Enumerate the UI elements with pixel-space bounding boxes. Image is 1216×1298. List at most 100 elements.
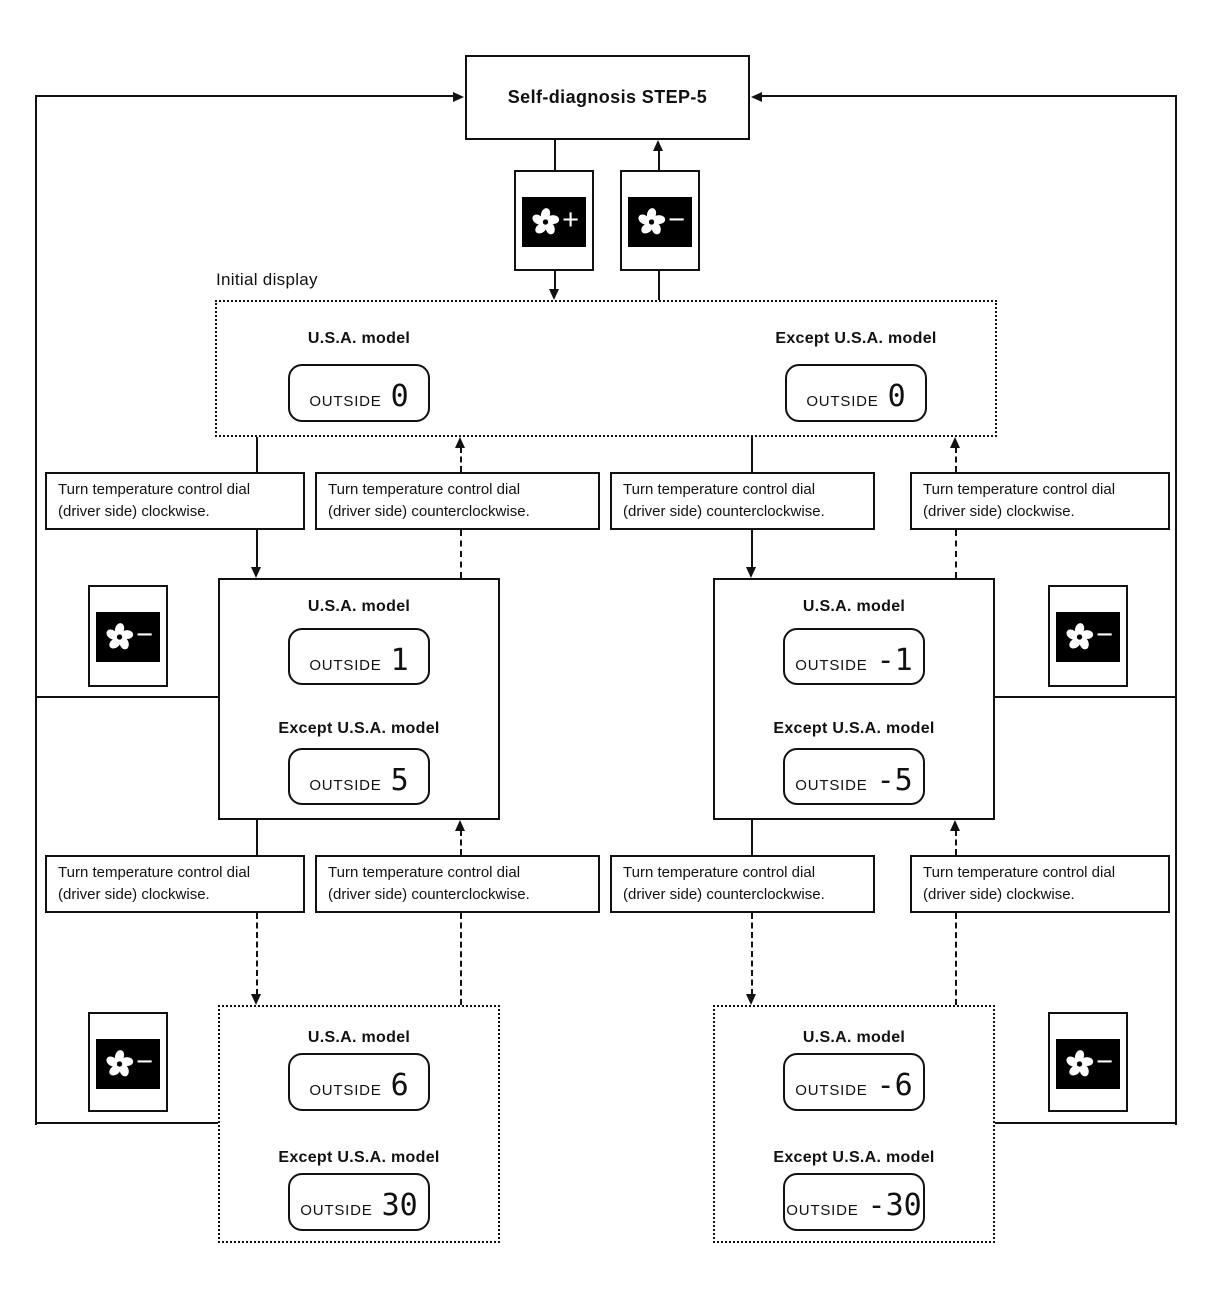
usa-model-label: U.S.A. model [307, 1029, 411, 1046]
outside-display-usa: OUTSIDE 1 [288, 628, 430, 685]
except-usa-model-label: Except U.S.A. model [773, 1149, 935, 1166]
arrowhead-into-step5-bottom [653, 140, 663, 151]
outside-display-except: OUTSIDE 0 [785, 364, 927, 422]
instruction-text: Turn temperature control dial (driver si… [623, 863, 825, 904]
outside-value: 1 [390, 643, 409, 678]
fan-minus-icon [1064, 621, 1094, 651]
usa-model-label: U.S.A. model [307, 598, 411, 615]
instruction-box-cw: Turn temperature control dial (driver si… [45, 855, 305, 913]
fan-up-button: + [514, 170, 594, 271]
outside-display-except: OUTSIDE -5 [783, 748, 925, 805]
step5-title: Self-diagnosis STEP-5 [507, 87, 708, 107]
feedback-line-mid-right [995, 696, 1177, 698]
display-initial: U.S.A. model OUTSIDE 0 Except U.S.A. mod… [215, 300, 997, 437]
outside-display-except: OUTSIDE 30 [288, 1173, 430, 1231]
flow-line [554, 140, 556, 170]
outside-value: 30 [381, 1188, 418, 1223]
feedback-line-top-right [762, 95, 1177, 97]
outside-value: 0 [887, 379, 906, 414]
flow-line-up [955, 530, 957, 578]
instruction-box-ccw: Turn temperature control dial (driver si… [610, 472, 875, 530]
instruction-box-cw: Turn temperature control dial (driver si… [910, 855, 1170, 913]
instruction-text: Turn temperature control dial (driver si… [923, 863, 1116, 904]
fan-down-button: − [620, 170, 700, 271]
except-usa-model-label: Except U.S.A. model [775, 330, 937, 347]
feedback-line-mid-left [35, 696, 218, 698]
flow-line [658, 150, 660, 170]
flow-line-down [751, 820, 753, 855]
minus-sign: − [1096, 618, 1113, 651]
fan-button-display: − [1056, 612, 1120, 662]
fan-plus-icon [530, 206, 560, 236]
feedback-line-bottom-left [35, 1122, 218, 1124]
arrowhead-into-mid-left [251, 567, 261, 578]
outside-value: -30 [867, 1188, 922, 1223]
flow-line-up [955, 447, 957, 472]
arrowhead-into-mid-right [950, 820, 960, 831]
outside-label: OUTSIDE [309, 393, 382, 410]
arrowhead-into-mid-right [746, 567, 756, 578]
minus-sign: − [668, 203, 685, 236]
fan-minus-icon [104, 621, 134, 651]
flow-line [658, 271, 660, 300]
arrowhead-into-step5-right [751, 92, 762, 102]
outside-value: 0 [390, 379, 409, 414]
outside-value: -5 [876, 763, 913, 798]
except-usa-model-label: Except U.S.A. model [278, 720, 440, 737]
flow-line-up [955, 830, 957, 855]
flow-line-down [256, 437, 258, 472]
minus-sign: − [1096, 1045, 1113, 1078]
minus-sign: − [136, 618, 153, 651]
outside-label: OUTSIDE [309, 657, 382, 674]
fan-minus-icon [636, 206, 666, 236]
flow-line [554, 271, 556, 290]
flow-line-down [751, 913, 753, 995]
fan-button-display: − [628, 197, 692, 247]
outside-label: OUTSIDE [795, 777, 868, 794]
display-mid-left: U.S.A. model OUTSIDE 1 Except U.S.A. mod… [218, 578, 500, 820]
feedback-line-right-vertical [1175, 96, 1177, 1125]
outside-value: 5 [390, 763, 409, 798]
outside-value: -1 [876, 643, 913, 678]
outside-label: OUTSIDE [795, 1082, 868, 1099]
minus-sign: − [136, 1045, 153, 1078]
feedback-line-bottom-right [995, 1122, 1177, 1124]
outside-display-usa: OUTSIDE 6 [288, 1053, 430, 1111]
instruction-text: Turn temperature control dial (driver si… [58, 480, 251, 521]
feedback-line-top-left [35, 95, 455, 97]
usa-model-label: U.S.A. model [307, 330, 411, 347]
feedback-line-left-vertical [35, 96, 37, 1125]
flow-line-down [751, 437, 753, 472]
arrowhead-into-mid-left [455, 820, 465, 831]
fan-button-display: − [96, 612, 160, 662]
usa-model-label: U.S.A. model [802, 598, 906, 615]
instruction-text: Turn temperature control dial (driver si… [328, 863, 530, 904]
fan-down-button: − [1048, 585, 1128, 687]
outside-display-except: OUTSIDE -30 [783, 1173, 925, 1231]
except-usa-model-label: Except U.S.A. model [773, 720, 935, 737]
instruction-box-cw: Turn temperature control dial (driver si… [910, 472, 1170, 530]
flow-line-down [256, 820, 258, 855]
flow-line-up [460, 530, 462, 578]
display-bottom-right: U.S.A. model OUTSIDE -6 Except U.S.A. mo… [713, 1005, 995, 1243]
fan-button-display: − [96, 1039, 160, 1089]
flow-line-up [460, 447, 462, 472]
flow-line-down [256, 530, 258, 568]
outside-display-usa: OUTSIDE -6 [783, 1053, 925, 1111]
instruction-box-ccw: Turn temperature control dial (driver si… [610, 855, 875, 913]
plus-sign: + [562, 203, 579, 236]
display-mid-right: U.S.A. model OUTSIDE -1 Except U.S.A. mo… [713, 578, 995, 820]
arrowhead-into-initial-display [549, 289, 559, 300]
flow-line-up [460, 830, 462, 855]
instruction-text: Turn temperature control dial (driver si… [623, 480, 825, 521]
display-bottom-left: U.S.A. model OUTSIDE 6 Except U.S.A. mod… [218, 1005, 500, 1243]
step5-box: Self-diagnosis STEP-5 [465, 55, 750, 140]
usa-model-label: U.S.A. model [802, 1029, 906, 1046]
outside-label: OUTSIDE [786, 1202, 859, 1219]
instruction-box-cw: Turn temperature control dial (driver si… [45, 472, 305, 530]
flow-line-down [751, 530, 753, 568]
outside-label: OUTSIDE [795, 657, 868, 674]
arrowhead-into-step5-left [453, 92, 464, 102]
fan-down-button: − [88, 585, 168, 687]
flow-line-up [955, 913, 957, 1005]
